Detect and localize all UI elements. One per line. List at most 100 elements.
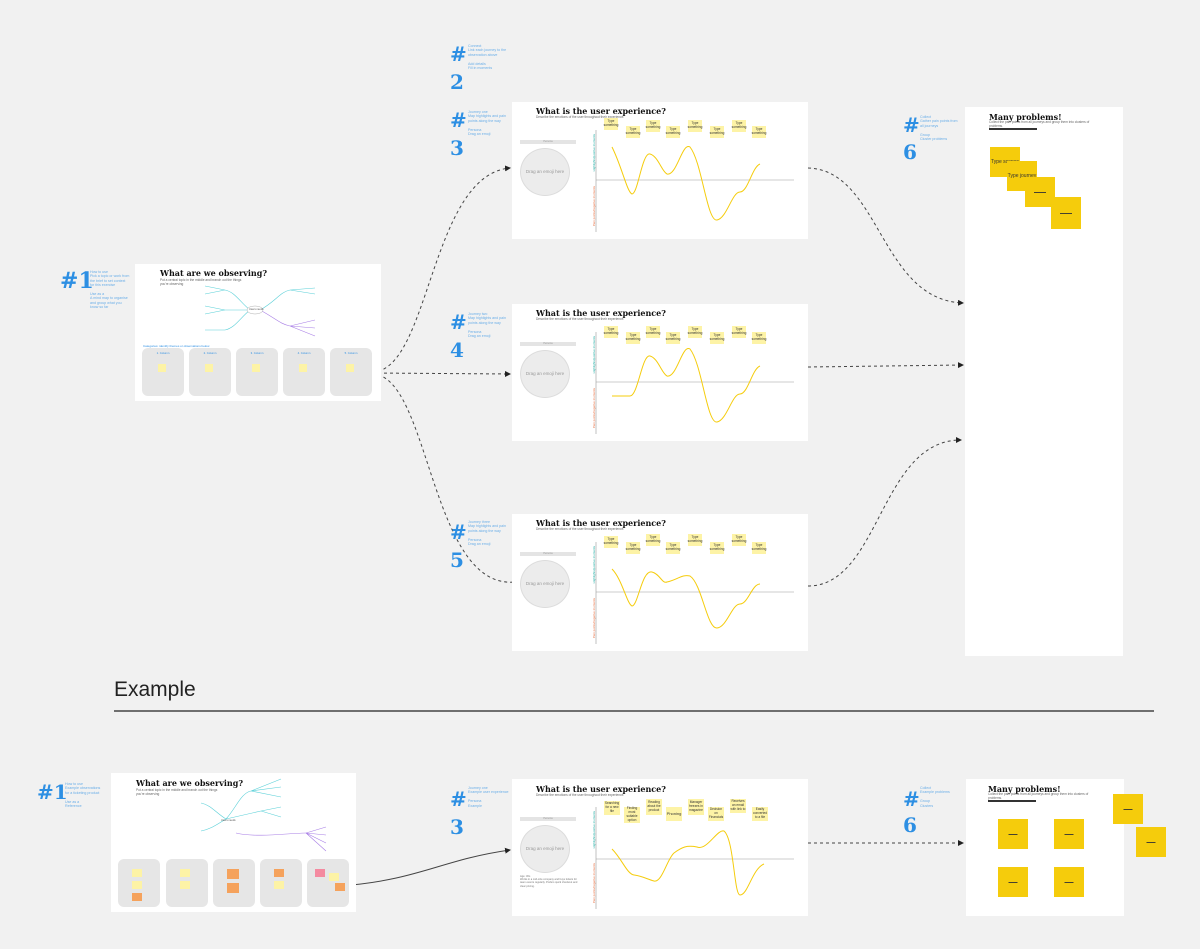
step-number-4: 4 — [450, 338, 464, 362]
observe-column-3[interactable]: 3. Column — [236, 348, 278, 396]
example-problem-sticky-4[interactable]: ▬▬▬ — [1054, 867, 1084, 897]
journey-sticky[interactable]: Type something — [626, 126, 640, 138]
problem-sticky-3[interactable]: ▬▬▬▬ — [1025, 177, 1055, 207]
journey-frame-3[interactable]: What is the user experience? Describe th… — [512, 514, 808, 651]
journey-sticky[interactable]: Type something — [646, 326, 660, 338]
journey-sticky[interactable]: Type something — [626, 332, 640, 344]
example-journey-subtitle: Describe the emotions of the user throug… — [536, 793, 625, 797]
example-step-number-3-hash: # — [450, 787, 467, 811]
step-number-4-hash: # — [450, 310, 467, 334]
example-sticky[interactable]: Searching for a new file — [604, 801, 620, 815]
journey-sticky[interactable]: Type something — [752, 332, 766, 344]
problems-frame[interactable]: Many problems! Collect the pain points f… — [965, 107, 1123, 656]
step-number-3-hash: # — [450, 108, 467, 132]
journey-curve — [595, 542, 794, 644]
example-problems-underline — [988, 800, 1036, 802]
example-journey-frame[interactable]: What is the user experience? Describe th… — [512, 779, 808, 916]
journey-sticky[interactable]: Type something — [688, 120, 702, 132]
journey-sticky[interactable]: Type something — [732, 120, 746, 132]
journey-title-1: What is the user experience? — [536, 106, 666, 116]
journey-sticky[interactable]: Type something — [688, 534, 702, 546]
example-sticky[interactable]: Easily converted to a file — [752, 807, 768, 821]
journey-sticky[interactable]: Type something — [732, 534, 746, 546]
journey-frame-1[interactable]: What is the user experience? Describe th… — [512, 102, 808, 239]
persona-circle[interactable]: Drag an emoji here — [520, 560, 570, 608]
example-sticky[interactable]: Phoning — [666, 807, 682, 821]
example-problems-title: Many problems! — [988, 784, 1061, 794]
journey-sticky[interactable]: Type something — [646, 534, 660, 546]
journey-sticky[interactable]: Type something — [752, 126, 766, 138]
example-mind-map — [200, 778, 327, 852]
example-observe-column-1[interactable] — [118, 859, 160, 907]
example-persona-circle[interactable]: Drag an emoji here — [520, 825, 570, 873]
observe-column-2[interactable]: 2. Column — [189, 348, 231, 396]
journey-sticky[interactable]: Type something — [666, 332, 680, 344]
journey-sticky[interactable]: Type something — [710, 126, 724, 138]
example-observe-column-4[interactable] — [260, 859, 302, 907]
journey-sticky[interactable]: Type something — [710, 332, 724, 344]
example-floating-sticky-2[interactable]: ▬▬▬ — [1136, 827, 1166, 857]
example-problems-subtitle: Collect the pain points from all journey… — [988, 792, 1089, 800]
journey-subtitle: Describe the emotions of the user throug… — [536, 115, 625, 119]
persona-bar: Persona — [520, 140, 576, 144]
example-sticky[interactable]: Finding most suitable option — [624, 807, 640, 823]
example-problems-frame[interactable]: Many problems! Collect the pain points f… — [966, 779, 1124, 916]
example-persona-bar: Persona — [520, 817, 576, 821]
journey-frame-2[interactable]: What is the user experience? Describe th… — [512, 304, 808, 441]
example-sticky[interactable]: Receives an email with link to — [730, 799, 746, 813]
example-observe-column-5[interactable] — [307, 859, 349, 907]
example-mind-map-center: Users needs — [221, 819, 236, 822]
step-number-1: #1 — [60, 268, 94, 294]
observe-column-1[interactable]: 1. Column — [142, 348, 184, 396]
step-number-5: 5 — [450, 548, 464, 572]
example-problem-sticky-2[interactable]: ▬▬▬ — [1054, 819, 1084, 849]
journey-title-3: What is the user experience? — [536, 518, 666, 528]
step-number-5-hash: # — [450, 520, 467, 544]
observe-frame[interactable]: What are we observing? Put a central top… — [135, 264, 381, 401]
journey-sticky[interactable]: Type something — [604, 118, 618, 130]
example-step-number-6: 6 — [903, 813, 917, 837]
example-journey-title: What is the user experience? — [536, 784, 666, 794]
persona-bar: Persona — [520, 342, 576, 346]
observe-subtitle: Put a central topic in the middle and br… — [160, 278, 242, 286]
example-step-number-3: 3 — [450, 815, 464, 839]
journey-sticky[interactable]: Type something — [732, 326, 746, 338]
problem-sticky-4[interactable]: ▬▬▬▬ — [1051, 197, 1081, 229]
example-observe-column-3[interactable] — [213, 859, 255, 907]
example-problem-sticky-1[interactable]: ▬▬▬ — [998, 819, 1028, 849]
journey-sticky[interactable]: Type something — [710, 542, 724, 554]
journey-sticky[interactable]: Type something — [626, 542, 640, 554]
example-sticky[interactable]: Decision on Financials — [708, 807, 724, 821]
example-observe-frame[interactable]: What are we observing? Put a central top… — [111, 773, 356, 912]
example-observe-column-2[interactable] — [166, 859, 208, 907]
example-sticky[interactable]: Reading about the product — [646, 799, 662, 815]
persona-circle[interactable]: Drag an emoji here — [520, 148, 570, 196]
example-sticky[interactable]: Manager freezes in magazine — [688, 799, 704, 815]
journey-sticky[interactable]: Type something — [688, 326, 702, 338]
example-journey-curve — [595, 807, 794, 909]
journey-sticky[interactable]: Type something — [752, 542, 766, 554]
journey-sticky[interactable]: Type something — [646, 120, 660, 132]
example-floating-sticky-1[interactable]: ▬▬▬ — [1113, 794, 1143, 824]
example-step-number-6-hash: # — [903, 787, 920, 811]
observe-column-4[interactable]: 4. Column — [283, 348, 325, 396]
journey-title-2: What is the user experience? — [536, 308, 666, 318]
journey-sticky[interactable]: Type something — [604, 326, 618, 338]
journey-sticky[interactable]: Type something — [666, 126, 680, 138]
example-observe-subtitle: Put a central topic in the middle and br… — [136, 788, 218, 796]
example-problem-sticky-3[interactable]: ▬▬▬ — [998, 867, 1028, 897]
example-observe-title: What are we observing? — [136, 778, 244, 788]
observe-column-5[interactable]: 5. Column — [330, 348, 372, 396]
persona-circle[interactable]: Drag an emoji here — [520, 350, 570, 398]
journey-sticky[interactable]: Type something — [666, 542, 680, 554]
step-number-6-hash: # — [903, 113, 920, 137]
example-heading: Example — [114, 678, 196, 701]
journey-sticky[interactable]: Type something — [604, 536, 618, 548]
